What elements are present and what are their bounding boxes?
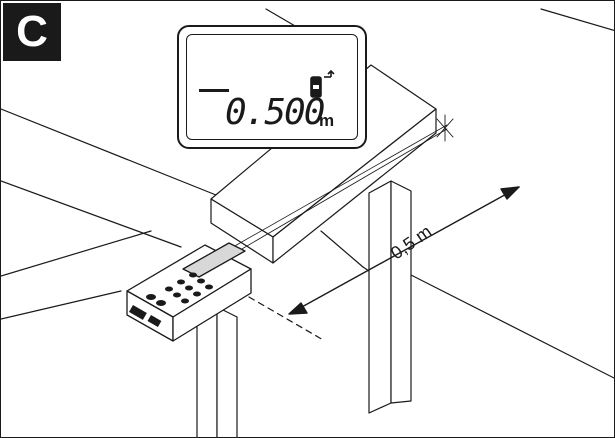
keypad <box>146 272 213 306</box>
dimension-arrow <box>288 186 520 315</box>
rear-edge-reference-line <box>248 296 326 342</box>
figure-badge: C <box>3 3 61 61</box>
laser-distance-meter <box>126 242 252 342</box>
measurement-unit: m <box>319 111 335 130</box>
lcd-screen <box>186 34 358 140</box>
lcd-display: 0.500 m <box>177 25 367 149</box>
lcd-top-line <box>199 89 229 92</box>
laser-target-mark <box>436 114 454 142</box>
table-top <box>210 64 437 264</box>
measurement-value: 0.500 <box>225 92 325 133</box>
rear-edge-reference-icon <box>310 69 335 98</box>
table-legs <box>196 180 412 437</box>
laser-beam <box>232 124 448 254</box>
device-front-lens <box>129 305 162 328</box>
